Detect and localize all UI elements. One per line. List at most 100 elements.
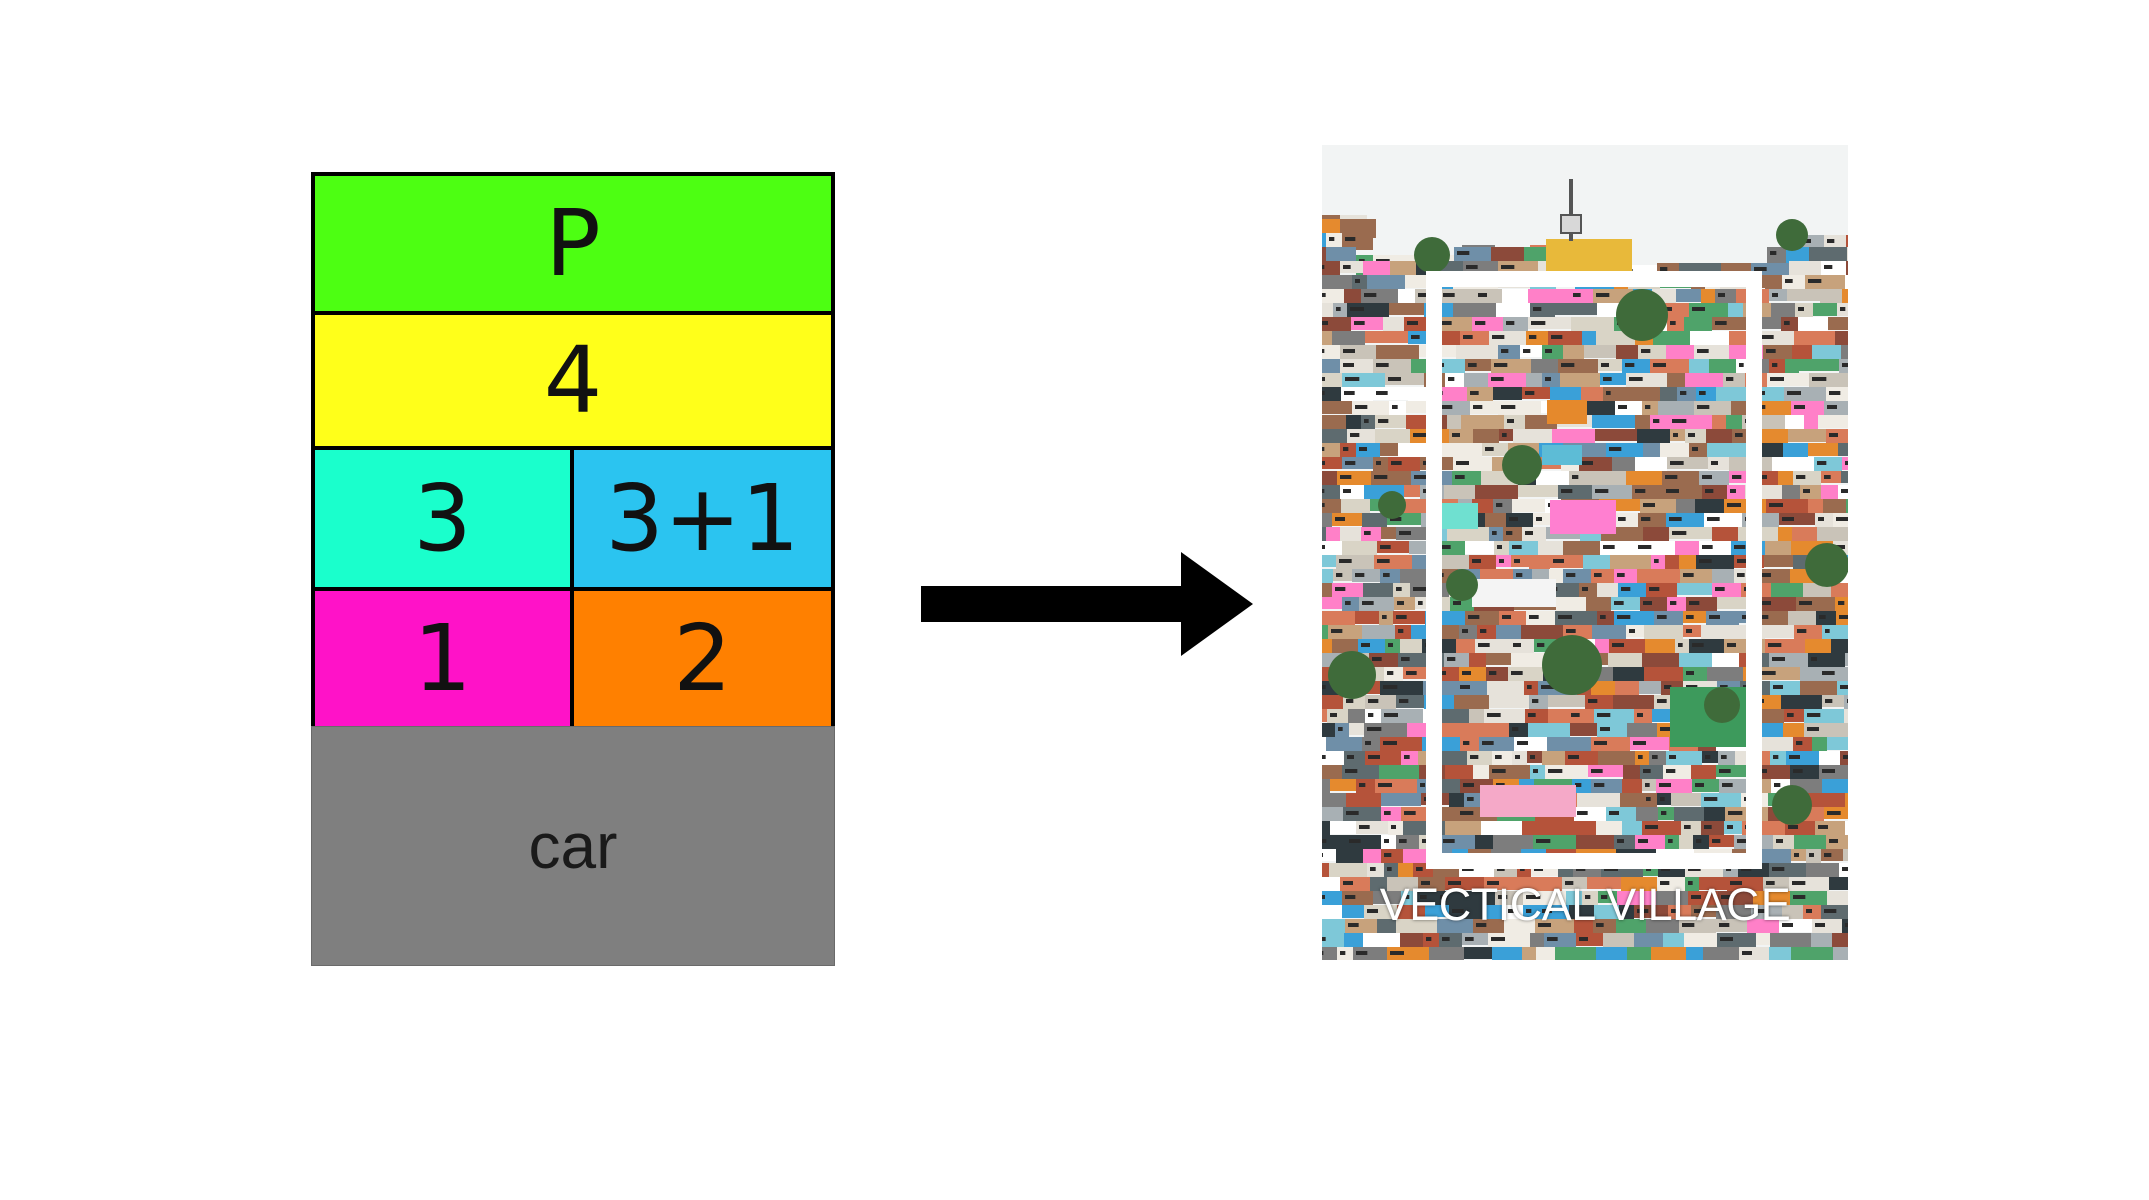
house-block bbox=[1841, 345, 1848, 363]
window bbox=[1383, 741, 1397, 745]
window bbox=[1411, 335, 1420, 339]
window bbox=[1462, 671, 1471, 675]
window bbox=[1322, 685, 1326, 689]
tree bbox=[1414, 237, 1450, 273]
window bbox=[1842, 363, 1848, 367]
window bbox=[1669, 755, 1676, 759]
window bbox=[1742, 615, 1747, 619]
window bbox=[1453, 601, 1461, 605]
window bbox=[1345, 601, 1351, 605]
window bbox=[1448, 881, 1461, 885]
window bbox=[1404, 811, 1416, 815]
house-block bbox=[1635, 415, 1650, 429]
window bbox=[1684, 825, 1691, 829]
house-block bbox=[1456, 639, 1475, 657]
window bbox=[1661, 811, 1667, 815]
house-block bbox=[1345, 919, 1377, 933]
tree bbox=[1502, 445, 1542, 485]
house-block bbox=[1522, 387, 1550, 399]
window bbox=[1601, 895, 1608, 899]
window bbox=[1558, 615, 1572, 619]
window bbox=[1340, 951, 1346, 955]
window bbox=[1426, 937, 1432, 941]
window bbox=[1507, 419, 1514, 423]
window bbox=[1343, 447, 1349, 451]
house-block bbox=[1322, 429, 1347, 444]
antenna-mast bbox=[1569, 179, 1573, 241]
house-block bbox=[1322, 835, 1346, 853]
house-block bbox=[1712, 415, 1726, 432]
window bbox=[1497, 545, 1502, 549]
window bbox=[1806, 909, 1812, 913]
house-block bbox=[1322, 933, 1344, 951]
window bbox=[1588, 699, 1598, 703]
window bbox=[1692, 447, 1698, 451]
window bbox=[1390, 951, 1404, 955]
house-block bbox=[1522, 947, 1536, 960]
window bbox=[1645, 783, 1650, 787]
house-block bbox=[1560, 373, 1600, 390]
window bbox=[1478, 643, 1490, 647]
window bbox=[1836, 545, 1845, 549]
window bbox=[1516, 573, 1523, 577]
house-block bbox=[1596, 947, 1627, 960]
window bbox=[1768, 643, 1782, 647]
house-block bbox=[1832, 933, 1848, 950]
house-block bbox=[1322, 331, 1332, 354]
window bbox=[1825, 699, 1833, 703]
house-block bbox=[1614, 569, 1637, 584]
window bbox=[1480, 629, 1487, 633]
house-block bbox=[1322, 583, 1332, 602]
window bbox=[1534, 867, 1543, 871]
window bbox=[1824, 909, 1837, 913]
window bbox=[1617, 839, 1624, 843]
window bbox=[1702, 545, 1713, 549]
house-block bbox=[1692, 779, 1719, 792]
window bbox=[1691, 895, 1701, 899]
window bbox=[1637, 909, 1649, 913]
house-block bbox=[1846, 235, 1848, 247]
window bbox=[1606, 391, 1611, 395]
window bbox=[1388, 643, 1393, 647]
house-block bbox=[1322, 401, 1352, 414]
window bbox=[1388, 377, 1401, 381]
window bbox=[1322, 545, 1325, 549]
window bbox=[1688, 867, 1701, 871]
house-block bbox=[1475, 485, 1518, 499]
window bbox=[1478, 293, 1487, 297]
house-block bbox=[1332, 513, 1362, 526]
window bbox=[1625, 363, 1635, 367]
house-block bbox=[1790, 891, 1827, 906]
house-block bbox=[1763, 345, 1792, 359]
block-2: 2 bbox=[570, 587, 835, 730]
window bbox=[1824, 853, 1832, 857]
house-block bbox=[1489, 695, 1529, 708]
house-block bbox=[1759, 667, 1800, 680]
window bbox=[1397, 601, 1404, 605]
window bbox=[1688, 881, 1693, 885]
house-block bbox=[1662, 471, 1699, 486]
house-block bbox=[1493, 835, 1533, 852]
window bbox=[1773, 685, 1783, 689]
house-block bbox=[1528, 317, 1571, 329]
house-block bbox=[1488, 933, 1530, 948]
house-block bbox=[1322, 625, 1328, 647]
window bbox=[1345, 461, 1356, 465]
house-block bbox=[1347, 303, 1389, 318]
window bbox=[1670, 461, 1684, 465]
house-block bbox=[1322, 457, 1342, 469]
window bbox=[1722, 783, 1733, 787]
window bbox=[1621, 587, 1631, 591]
house-block bbox=[1614, 835, 1635, 849]
window bbox=[1818, 517, 1824, 521]
house-block bbox=[1364, 723, 1407, 738]
window bbox=[1793, 769, 1803, 773]
house-block bbox=[1808, 499, 1823, 513]
house-block bbox=[1375, 779, 1417, 794]
window bbox=[1452, 909, 1464, 913]
house-block bbox=[1346, 835, 1381, 849]
house-block bbox=[1396, 527, 1432, 540]
window bbox=[1819, 615, 1826, 619]
window bbox=[1462, 867, 1474, 871]
window bbox=[1737, 559, 1747, 563]
